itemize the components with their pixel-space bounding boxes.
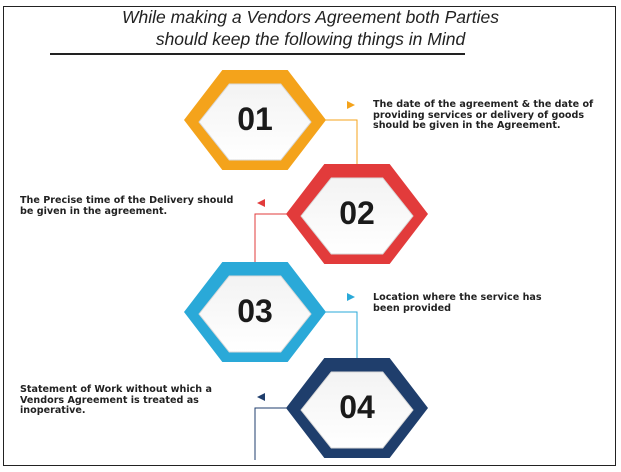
title-line-1: While making a Vendors Agreement both Pa… (121, 7, 500, 27)
step-01-description: The date of the agreement & the date of … (373, 99, 594, 131)
frame-border (3, 6, 616, 466)
step-04-description: Statement of Work without which a Vendor… (20, 384, 212, 416)
step-02-description: The Precise time of the Delivery should … (20, 195, 234, 217)
pointer-triangle-icon-04 (257, 393, 265, 401)
step-number-03: 03 (237, 293, 273, 329)
hexagon-inner-04 (300, 371, 414, 449)
connector-line-02 (254, 213, 287, 266)
hexagon-inner-03 (198, 275, 312, 353)
step-number-04: 04 (339, 389, 375, 425)
page-title: While making a Vendors Agreement both Pa… (0, 6, 621, 50)
step-number-01: 01 (237, 101, 273, 137)
connector-line-01 (325, 119, 358, 168)
connector-line-03 (325, 311, 358, 362)
hexagon-inner-01 (198, 83, 312, 161)
pointer-triangle-icon-02 (257, 199, 265, 207)
step-03-description: Location where the service has been prov… (373, 292, 542, 314)
pointer-triangle-icon-01 (347, 101, 355, 109)
connector-line-04 (254, 407, 287, 460)
pointer-triangle-icon-03 (347, 293, 355, 301)
title-underline (50, 53, 465, 55)
step-number-02: 02 (339, 195, 375, 231)
title-line-2: should keep the following things in Mind (155, 29, 466, 49)
hexagon-inner-02 (300, 177, 414, 255)
